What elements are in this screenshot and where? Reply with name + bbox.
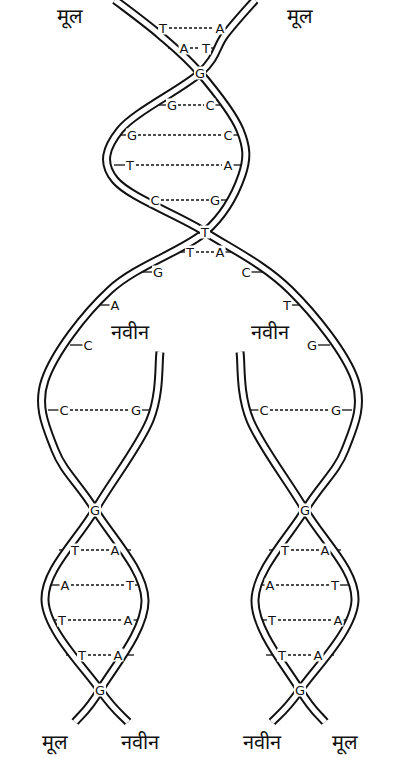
base-letter: T (200, 226, 210, 239)
strand-fill (45, 352, 160, 722)
base-letter: A (113, 649, 124, 662)
base-letter: G (299, 504, 311, 517)
strand-outline (107, 0, 359, 722)
base-letter: A (123, 614, 134, 627)
hydrogen-bond (68, 619, 122, 620)
base-letter: A (215, 22, 226, 35)
hydrogen-bond (71, 584, 124, 585)
strand-outline (240, 352, 355, 722)
strand-label: नवीन (119, 731, 161, 753)
strand-label: नवीन (109, 321, 151, 343)
base-letter: C (240, 266, 251, 279)
base-letter: G (209, 194, 221, 207)
base-letter: T (277, 649, 287, 662)
hydrogen-bond (196, 251, 214, 252)
base-letter: C (149, 194, 160, 207)
base-letter: G (294, 684, 306, 697)
base-letter: T (158, 22, 168, 35)
base-letter: T (70, 544, 80, 557)
strand-label: मूल (285, 5, 315, 27)
strand-label: मूल (40, 731, 70, 753)
base-letter: G (306, 339, 318, 352)
hydrogen-bond (169, 27, 214, 28)
base-letter: C (58, 404, 69, 417)
strand-label: मूल (55, 5, 85, 27)
strand-outline (45, 352, 160, 722)
hydrogen-bond (291, 549, 319, 550)
hydrogen-bond (161, 199, 209, 200)
bond-stub (341, 409, 352, 410)
hydrogen-bond (70, 409, 130, 410)
base-letter: G (166, 99, 178, 112)
hydrogen-bond (190, 47, 200, 48)
base-letter: G (94, 684, 106, 697)
strand-label: नवीन (249, 321, 291, 343)
hydrogen-bond (138, 134, 222, 135)
strand-fill (240, 352, 355, 722)
hydrogen-bonds (46, 28, 354, 655)
base-letter: G (130, 404, 142, 417)
hydrogen-bond (81, 549, 109, 550)
hydrogen-bond (88, 654, 112, 655)
base-letter: A (179, 42, 190, 55)
hydrogen-bond (288, 654, 312, 655)
base-letter: T (330, 579, 340, 592)
hydrogen-bond (278, 619, 332, 620)
bond-stub (114, 164, 125, 165)
bond-stub (48, 409, 59, 410)
base-letter: A (313, 649, 324, 662)
base-letter: C (222, 129, 233, 142)
base-letter: T (201, 42, 211, 55)
base-letter: G (194, 67, 206, 80)
strand-fill (107, 0, 359, 722)
dna-strands (41, 0, 358, 722)
strand-label: मूल (330, 731, 360, 753)
hydrogen-bond (276, 584, 329, 585)
base-letter: T (125, 159, 135, 172)
base-letter: A (110, 544, 121, 557)
base-letter: A (333, 614, 344, 627)
hydrogen-bond (178, 104, 204, 105)
bond-stub (70, 344, 83, 345)
base-letter: T (185, 246, 195, 259)
base-letter: A (223, 159, 234, 172)
hydrogen-bond (270, 409, 330, 410)
base-letter: T (267, 614, 277, 627)
base-letter: T (57, 614, 67, 627)
base-letter: T (125, 579, 135, 592)
base-letter: T (282, 299, 292, 312)
hydrogen-bond (136, 164, 222, 165)
base-letter: C (204, 99, 215, 112)
base-letter: T (280, 544, 290, 557)
base-letter: C (258, 404, 269, 417)
base-letter: T (77, 649, 87, 662)
base-letter: G (126, 129, 138, 142)
base-letter: G (89, 504, 101, 517)
base-letter: G (152, 266, 164, 279)
base-letter: A (265, 579, 276, 592)
base-letter: A (110, 299, 121, 312)
base-letter: A (215, 246, 226, 259)
bond-stub (317, 344, 330, 345)
base-letter: A (320, 544, 331, 557)
strand-label: नवीन (241, 731, 283, 753)
base-letter: A (60, 579, 71, 592)
base-letter: G (330, 404, 342, 417)
base-letter: C (82, 339, 93, 352)
